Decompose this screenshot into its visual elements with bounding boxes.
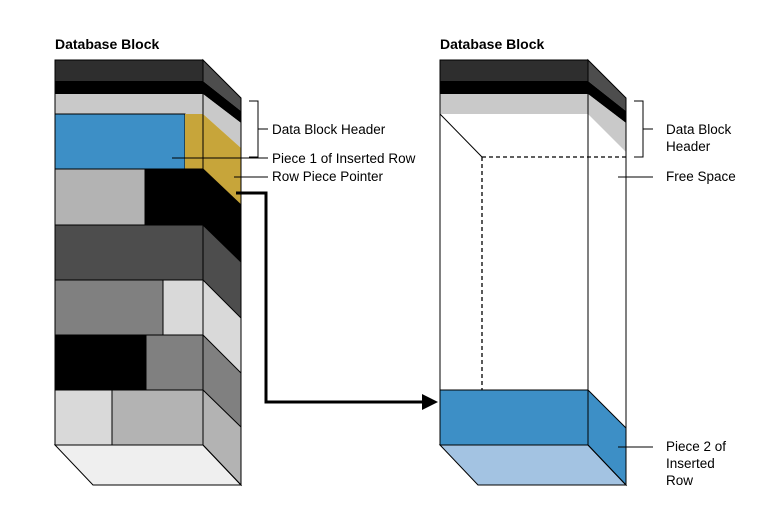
- left-piece-gold-front: [185, 114, 203, 169]
- left-front-band-black: [55, 81, 203, 94]
- left-row-5b: [146, 335, 203, 390]
- left-side-band-5: [203, 169, 241, 262]
- piece2-label-line3: Row: [666, 473, 693, 488]
- pointer-arrow-line: [236, 191, 424, 404]
- right-header-label-line2: Header: [666, 139, 711, 154]
- right-front-band-top: [440, 60, 588, 81]
- right-piece-2-side: [588, 390, 626, 485]
- left-side-band-2: [203, 81, 241, 123]
- left-row-3: [55, 225, 203, 280]
- left-block-title: Database Block: [55, 36, 159, 52]
- left-side-band-6: [203, 225, 241, 318]
- row-pointer-arrow: [236, 191, 438, 410]
- right-front-band-light: [440, 94, 588, 114]
- right-piece-2-side-edge: [587, 389, 627, 429]
- right-database-block: Database Block Data Block Header Free Sp…: [438, 36, 736, 488]
- right-side-band-3: [588, 94, 626, 152]
- left-row-5a: [55, 335, 146, 390]
- right-free-space-front: [440, 114, 588, 390]
- left-row-4a: [55, 280, 163, 335]
- left-header-label: Data Block Header: [272, 122, 386, 137]
- left-row-piece-1: [54, 113, 186, 170]
- left-front-band-light: [55, 94, 203, 114]
- left-front-band-top: [55, 60, 203, 81]
- left-side-band-3: [203, 94, 241, 148]
- left-piece-gold-side: [203, 114, 241, 205]
- right-front-band-black: [440, 81, 588, 94]
- left-row-6a: [55, 390, 112, 445]
- pointer-label: Row Piece Pointer: [272, 169, 384, 184]
- right-block-title: Database Block: [440, 36, 544, 52]
- left-band-lines: [55, 168, 242, 445]
- left-side-outline: [202, 58, 242, 487]
- left-side-band-8: [203, 335, 241, 427]
- left-side-band-1: [203, 60, 241, 111]
- left-row-2b: [145, 169, 203, 225]
- left-side-band-7: [203, 280, 241, 373]
- left-side-band-9: [203, 390, 241, 485]
- left-row-6b: [112, 390, 203, 445]
- left-header-bracket: [249, 100, 259, 158]
- pointer-arrow-head: [422, 394, 438, 410]
- piece2-label-line2: Inserted: [666, 456, 715, 471]
- free-space-label: Free Space: [666, 169, 736, 184]
- right-header-label-line1: Data Block: [666, 122, 732, 137]
- piece1-label: Piece 1 of Inserted Row: [272, 151, 416, 166]
- left-row-2a: [55, 169, 145, 225]
- right-interior-edge: [439, 113, 483, 158]
- piece2-label-line1: Piece 2 of: [666, 439, 726, 454]
- left-database-block: Database Block: [53, 36, 416, 487]
- left-row-4b: [163, 280, 203, 335]
- right-side-band-2: [588, 81, 626, 123]
- right-side-band-1: [588, 60, 626, 111]
- right-side-outline: [587, 58, 627, 487]
- right-header-bracket: [634, 100, 644, 158]
- right-row-piece-2: [440, 390, 588, 445]
